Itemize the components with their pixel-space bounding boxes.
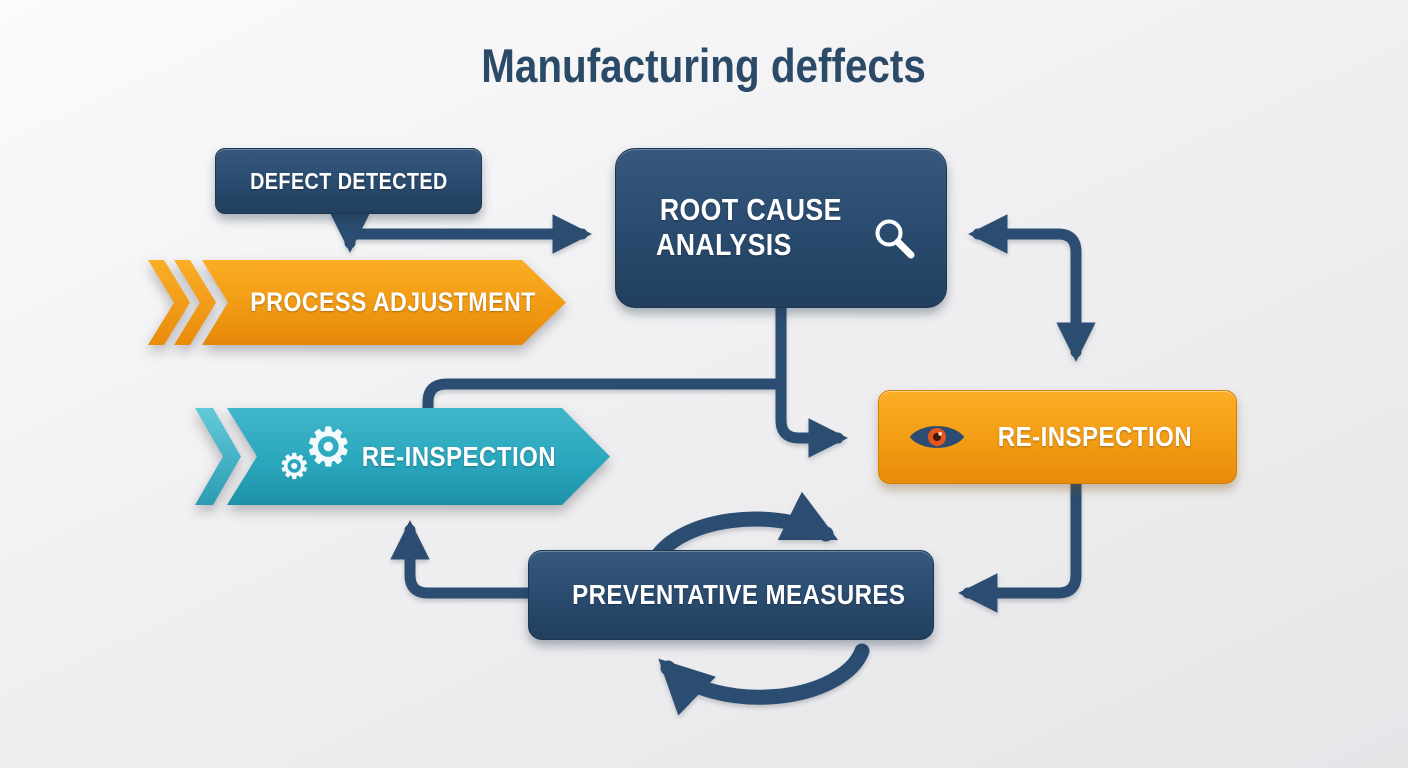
node-process-adjustment: PROCESS ADJUSTMENT (148, 260, 566, 345)
gear-icon: ⚙ (305, 419, 353, 477)
arrow-rootcause-to-orange-reinspection (775, 301, 848, 458)
node-reinspection-right: RE-INSPECTION (878, 390, 1237, 484)
arrow-preventative-to-teal (390, 520, 534, 599)
node-defect-detected: DEFECT DETECTED (215, 148, 482, 214)
arrow-rootcause-to-teal-reinspection (422, 378, 787, 420)
node-preventative-measures: PREVENTATIVE MEASURES (528, 550, 934, 640)
arrow-orange-to-preventative (958, 478, 1082, 613)
process-adjustment-label: PROCESS ADJUSTMENT (250, 287, 536, 317)
reinspection-teal-label: RE-INSPECTION (361, 440, 556, 472)
node-root-cause-analysis: ROOT CAUSE ANALYSIS (615, 148, 947, 308)
chevron-stripe-icon (195, 408, 241, 505)
cycle-arc-top (649, 491, 839, 565)
defect-detected-label: DEFECT DETECTED (249, 167, 448, 194)
node-reinspection-left: ⚙ ⚙ RE-INSPECTION (195, 408, 610, 505)
cycle-arc-bottom (658, 643, 870, 716)
preventative-measures-label: PREVENTATIVE MEASURES (572, 579, 906, 610)
page-title: Manufacturing deffects (481, 39, 927, 92)
root-cause-label: ROOT CAUSE ANALYSIS (656, 192, 843, 262)
magnifier-icon (875, 219, 915, 259)
eye-icon (909, 426, 964, 448)
reinspection-orange-label: RE-INSPECTION (997, 421, 1192, 452)
arrow-rootcause-reinspection-loop (968, 214, 1096, 362)
gear-icon: ⚙ (279, 448, 310, 486)
